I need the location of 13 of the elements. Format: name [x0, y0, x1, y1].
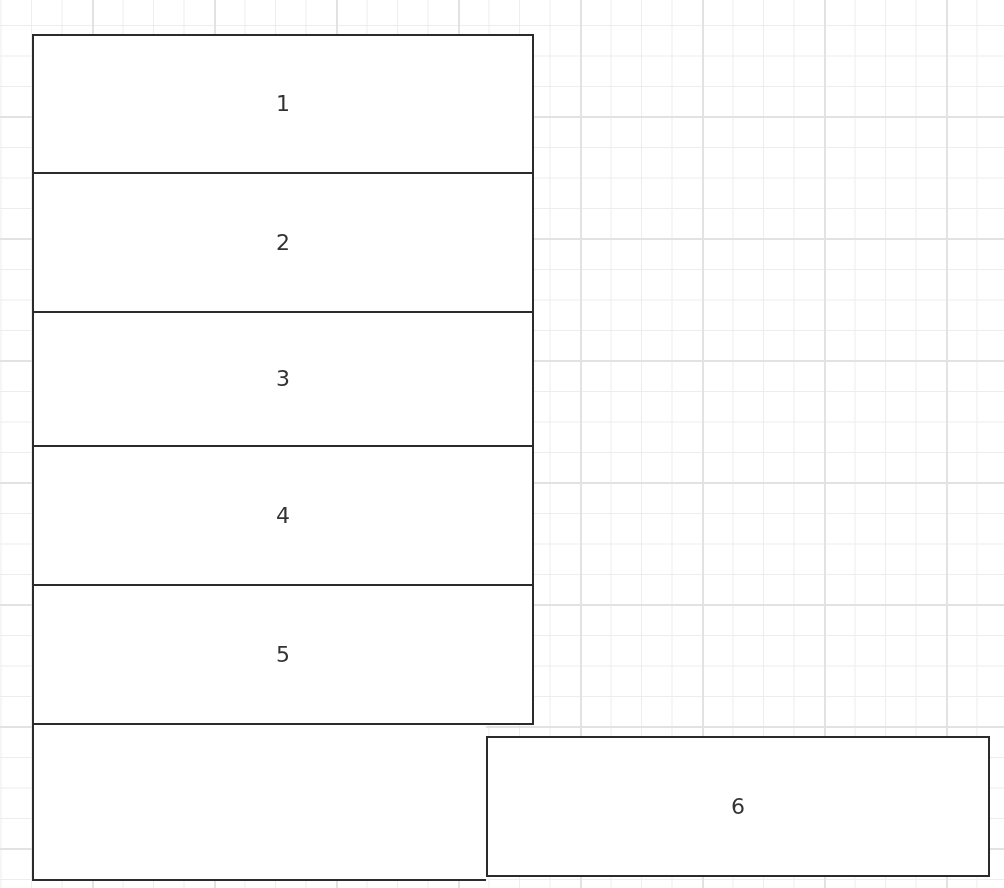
number-label: 6	[731, 795, 745, 818]
stack-row	[32, 723, 486, 881]
offset-box	[486, 736, 990, 877]
stack-row	[32, 584, 534, 725]
stack-row	[32, 172, 534, 313]
stack-row	[32, 311, 534, 447]
number-label: 3	[276, 368, 290, 390]
number-label: 1	[276, 93, 290, 115]
stack-row	[32, 34, 534, 174]
number-label: 2	[276, 231, 290, 254]
number-label: 5	[276, 643, 290, 666]
number-label: 4	[276, 504, 290, 527]
stack-row	[32, 445, 534, 586]
